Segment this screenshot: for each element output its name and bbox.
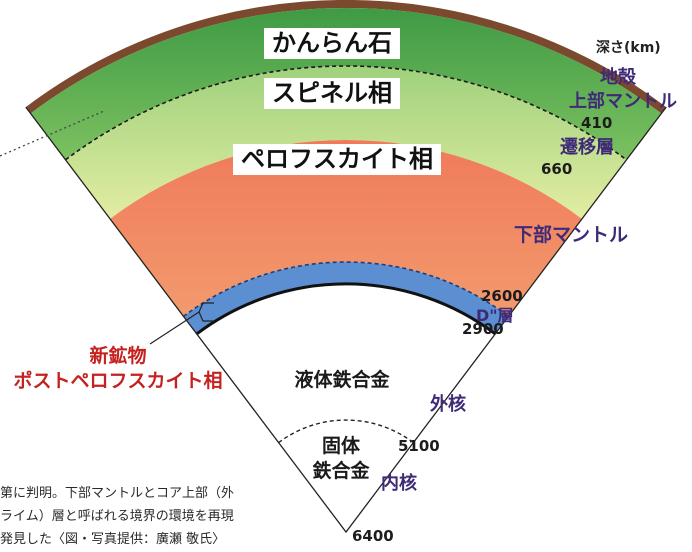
depth-5100-label: 5100 <box>398 437 440 455</box>
outer-core-label: 外核 <box>430 394 466 415</box>
solid-label: 固体 <box>321 435 361 457</box>
core-mantle-boundary-line <box>195 282 497 336</box>
caption-line-3: 発見した〈図・写真提供：廣瀬 敬氏〉 <box>0 532 226 547</box>
new-mineral-connector <box>149 311 200 345</box>
inner-core-boundary-line <box>278 419 414 444</box>
spinel-label: スピネル相 <box>264 78 400 109</box>
depth-2900-label: 2900 <box>462 320 504 338</box>
iron-alloy-label: 鉄合金 <box>312 460 370 482</box>
caption-line-1: 第に判明。下部マントルとコア上部（外 <box>0 486 235 501</box>
upper-mantle-label: 上部マントル <box>569 91 677 112</box>
olivine-label: かんらん石 <box>264 28 400 59</box>
d-layer-label: D"層 <box>476 306 514 325</box>
d-layer-top-line <box>183 261 509 318</box>
liquid-iron-alloy-label: 液体鉄合金 <box>294 369 390 391</box>
depth-410-label: 410 <box>581 114 613 132</box>
lower-mantle-label: 下部マントル <box>514 224 629 246</box>
boundary-410-line <box>65 65 627 161</box>
perovskite-label: ペロフスカイト相 <box>233 144 441 175</box>
transition-zone-label: 遷移層 <box>560 137 614 158</box>
depth-unit-label: 深さ(km) <box>596 40 661 56</box>
core-region <box>196 283 496 532</box>
new-mineral-label: 新鉱物 <box>89 345 147 367</box>
d-layer <box>183 262 509 334</box>
caption-line-2: ライム）層と呼ばれる境界の環境を再現 <box>0 509 234 524</box>
crust-layer <box>25 0 667 114</box>
olivine-layer <box>30 7 662 160</box>
post-perovskite-label: ポストペロフスカイト相 <box>13 370 223 392</box>
crust-label: 地殻 <box>600 67 636 88</box>
inner-core-label: 内核 <box>381 473 417 494</box>
spinel-layer <box>65 65 627 219</box>
depth-6400-label: 6400 <box>352 527 394 545</box>
leader-dotted-line <box>0 110 105 157</box>
depth-2600-label: 2600 <box>481 287 523 305</box>
wedge-outline <box>25 106 667 534</box>
perovskite-layer <box>110 139 582 317</box>
depth-660-label: 660 <box>541 160 573 178</box>
